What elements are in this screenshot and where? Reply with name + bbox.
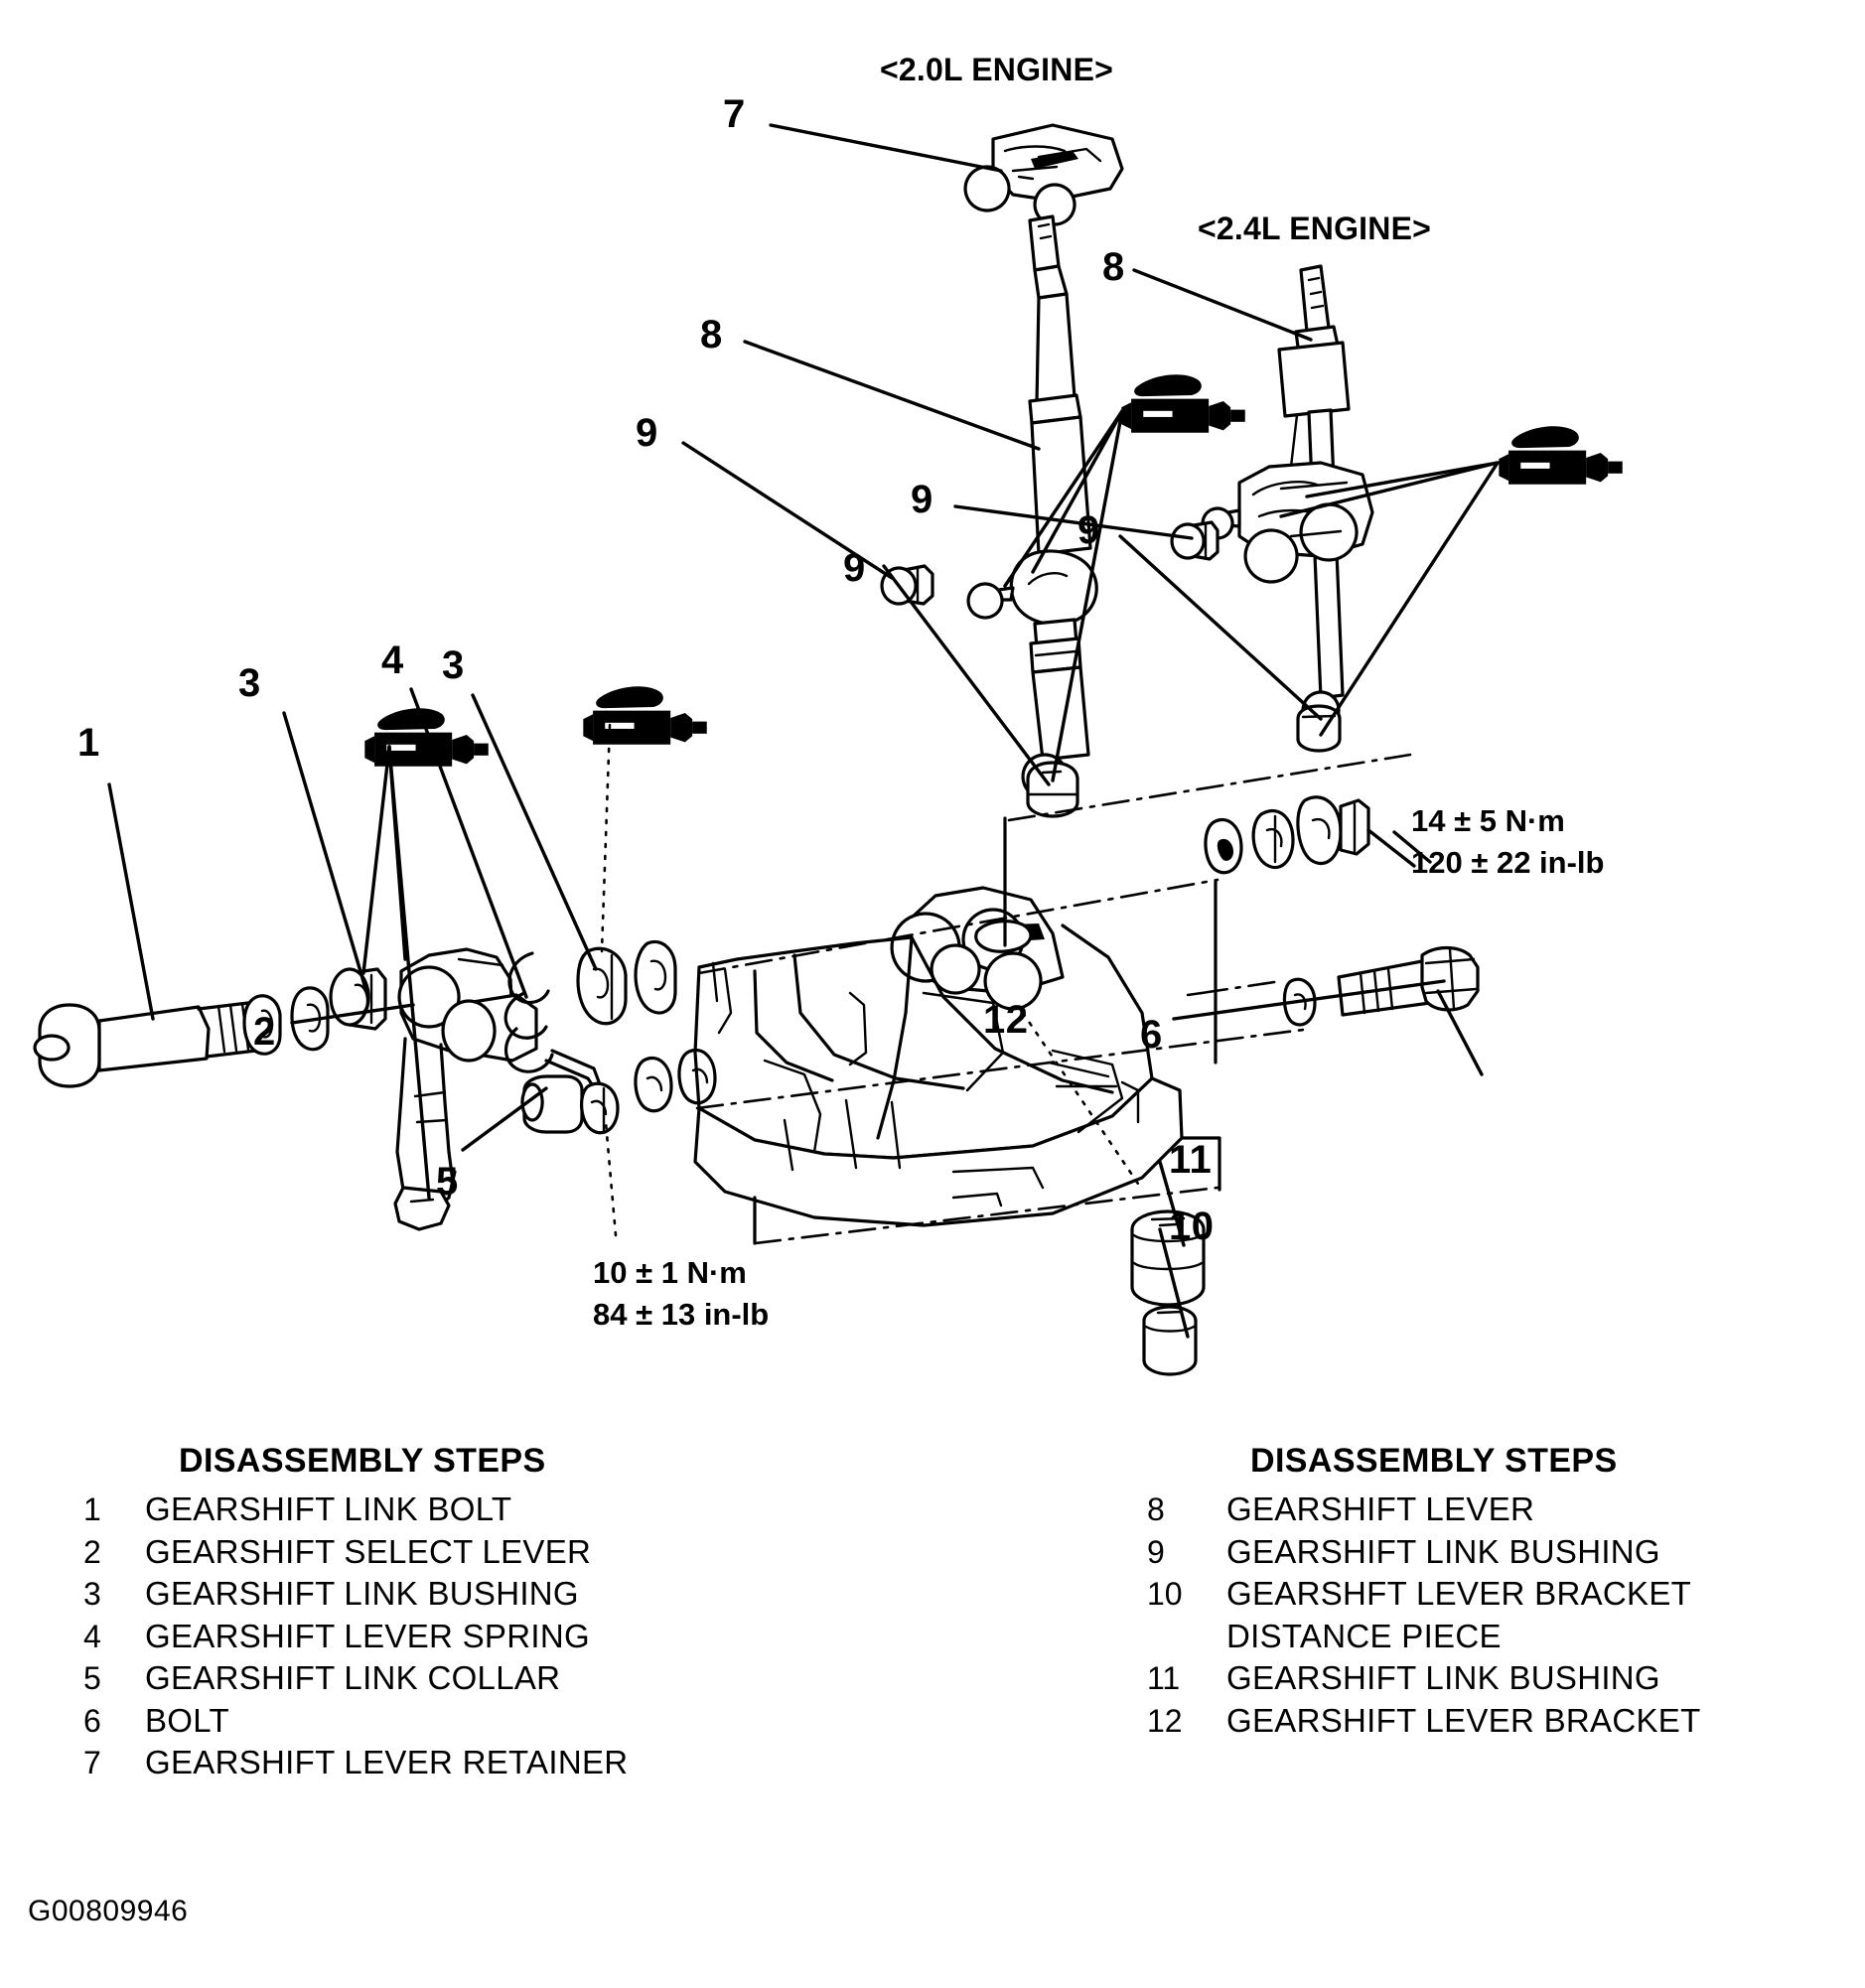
gearshift-link-bushing-lower [580,1081,620,1135]
right-step-row-11: 11 GEARSHIFT LINK BUSHING [1147,1657,1701,1700]
washer-f [1204,817,1243,875]
bolt-6-part [1337,945,1480,1017]
torque-metric-value: 10 ± 1 N·m [593,1255,747,1290]
callout-9-b: 9 [843,546,866,590]
left-step-row-1: 1 GEARSHIFT LINK BOLT [83,1489,628,1531]
left-step-row-4: 4 GEARSHIFT LEVER SPRING [83,1616,628,1658]
gearshift-link-collar-part [520,1074,584,1134]
left-step-row-7: 7 GEARSHIFT LEVER RETAINER [83,1742,628,1784]
step-label: GEARSHFT LEVER BRACKET [1226,1575,1692,1613]
step-label: GEARSHIFT LINK COLLAR [145,1659,561,1697]
callout-12: 12 [983,998,1029,1042]
gearshift-link-bushing-2l-bottom [1026,761,1079,818]
callout-3-b: 3 [442,643,465,687]
gearshift-lever-2l-part [966,214,1098,800]
callout-2: 2 [253,1010,276,1054]
engine-label-2-0l: <2.0L ENGINE> [880,52,1114,87]
right-step-row-9: 9 GEARSHIFT LINK BUSHING [1147,1531,1701,1574]
callout-9-a: 9 [636,411,658,455]
gearshift-link-bushing-24l-left [1170,520,1219,561]
step-number: 2 [83,1533,101,1570]
step-label: GEARSHIFT LINK BOLT [145,1491,512,1527]
right-step-row-12: 12 GEARSHIFT LEVER BRACKET [1147,1700,1701,1743]
left-step-row-6: 6 BOLT [83,1700,628,1743]
gearshift-link-bolt-part [33,1001,258,1088]
exploded-parts-diagram: .ln { fill:none; stroke:#000; stroke-wid… [33,52,1623,1376]
torque-metric-value: 14 ± 5 N·m [1411,803,1565,838]
step-label: GEARSHIFT LINK BUSHING [1226,1659,1660,1697]
right-step-row-8: 8 GEARSHIFT LEVER [1147,1489,1701,1531]
step-number: 5 [83,1660,101,1697]
callout-9-d: 9 [1077,508,1100,552]
step-label: GEARSHIFT LEVER RETAINER [145,1744,629,1781]
lubrication-icon-24l [1499,426,1623,485]
step-label: GEARSHIFT SELECT LEVER [145,1532,592,1570]
left-step-row-2: 2 GEARSHIFT SELECT LEVER [83,1531,628,1574]
step-label: DISTANCE PIECE [1226,1617,1502,1654]
right-steps-title: DISASSEMBLY STEPS [1250,1442,1618,1480]
left-step-row-3: 3 GEARSHIFT LINK BUSHING [83,1573,628,1616]
gearshift-link-bushing-right-b [1296,795,1370,866]
callout-5: 5 [436,1160,459,1204]
right-step-row-10: 10 GEARSHFT LEVER BRACKET [1147,1573,1701,1616]
callout-4: 4 [381,639,404,682]
figure-code: G00809946 [28,1895,189,1927]
gearshift-link-bushing-left-a [329,967,387,1031]
step-number: 12 [1147,1702,1183,1739]
step-number: 3 [83,1576,101,1613]
callout-8-b: 8 [1102,245,1125,289]
washer-d [634,1056,673,1113]
step-number: 6 [83,1702,101,1739]
torque-spec-link: 10 ± 1 N·m 84 ± 13 in-lb [593,1252,769,1336]
gearshift-lever-bracket-part [693,886,1184,1227]
callout-8-a: 8 [700,313,723,356]
gearshift-lever-retainer-part [963,123,1124,226]
lubrication-icon-left-a [364,708,489,767]
step-number: 4 [83,1618,101,1654]
step-number: 7 [83,1745,101,1781]
gearshift-lever-24l-joint [1201,461,1374,584]
callout-10: 10 [1169,1205,1215,1248]
torque-spec-bracket: 14 ± 5 N·m 120 ± 22 in-lb [1411,800,1604,884]
engine-label-2-4l: <2.4L ENGINE> [1198,211,1432,246]
washer-c [634,939,677,1015]
washer-a [242,994,282,1056]
callout-1: 1 [77,721,100,765]
disassembly-steps-right: DISASSEMBLY STEPS 8 GEARSHIFT LEVER 9 GE… [1147,1442,1701,1742]
step-label: GEARSHIFT LINK BUSHING [145,1575,579,1613]
step-number: 10 [1147,1576,1183,1613]
torque-imperial-value: 84 ± 13 in-lb [593,1296,770,1332]
diagram-linework: .ln { fill:none; stroke:#000; stroke-wid… [33,123,1623,1376]
gearshift-link-bushing-right-a [1251,808,1295,870]
disassembly-steps-left: DISASSEMBLY STEPS 1 GEARSHIFT LINK BOLT … [83,1442,628,1784]
callout-6: 6 [1140,1013,1163,1057]
gearshift-lever-bracket-distance-piece-part [1142,1305,1198,1376]
callout-11: 11 [1169,1138,1213,1182]
torque-imperial-value: 120 ± 22 in-lb [1411,844,1605,880]
step-number: 9 [1147,1533,1165,1570]
gearshift-link-bushing-left-b [576,946,628,1026]
lubrication-icon-left-b [583,686,707,745]
lubrication-icon-2l [1121,374,1245,433]
step-label: GEARSHIFT LINK BUSHING [1226,1532,1660,1570]
callout-7: 7 [723,92,746,136]
step-label: GEARSHIFT LEVER [1226,1491,1535,1527]
callout-9-c: 9 [911,478,933,521]
step-number: 1 [83,1491,101,1527]
step-label: GEARSHIFT LEVER BRACKET [1226,1701,1701,1739]
step-number: 8 [1147,1491,1165,1527]
left-steps-title: DISASSEMBLY STEPS [179,1442,546,1480]
step-number: 11 [1147,1660,1181,1697]
step-label: GEARSHIFT LEVER SPRING [145,1617,590,1654]
gearshift-select-lever-part [393,947,538,1231]
step-label: BOLT [145,1701,229,1739]
right-step-row-10-continued: DISTANCE PIECE [1147,1616,1701,1658]
callout-3-a: 3 [238,661,261,705]
left-step-row-5: 5 GEARSHIFT LINK COLLAR [83,1657,628,1700]
